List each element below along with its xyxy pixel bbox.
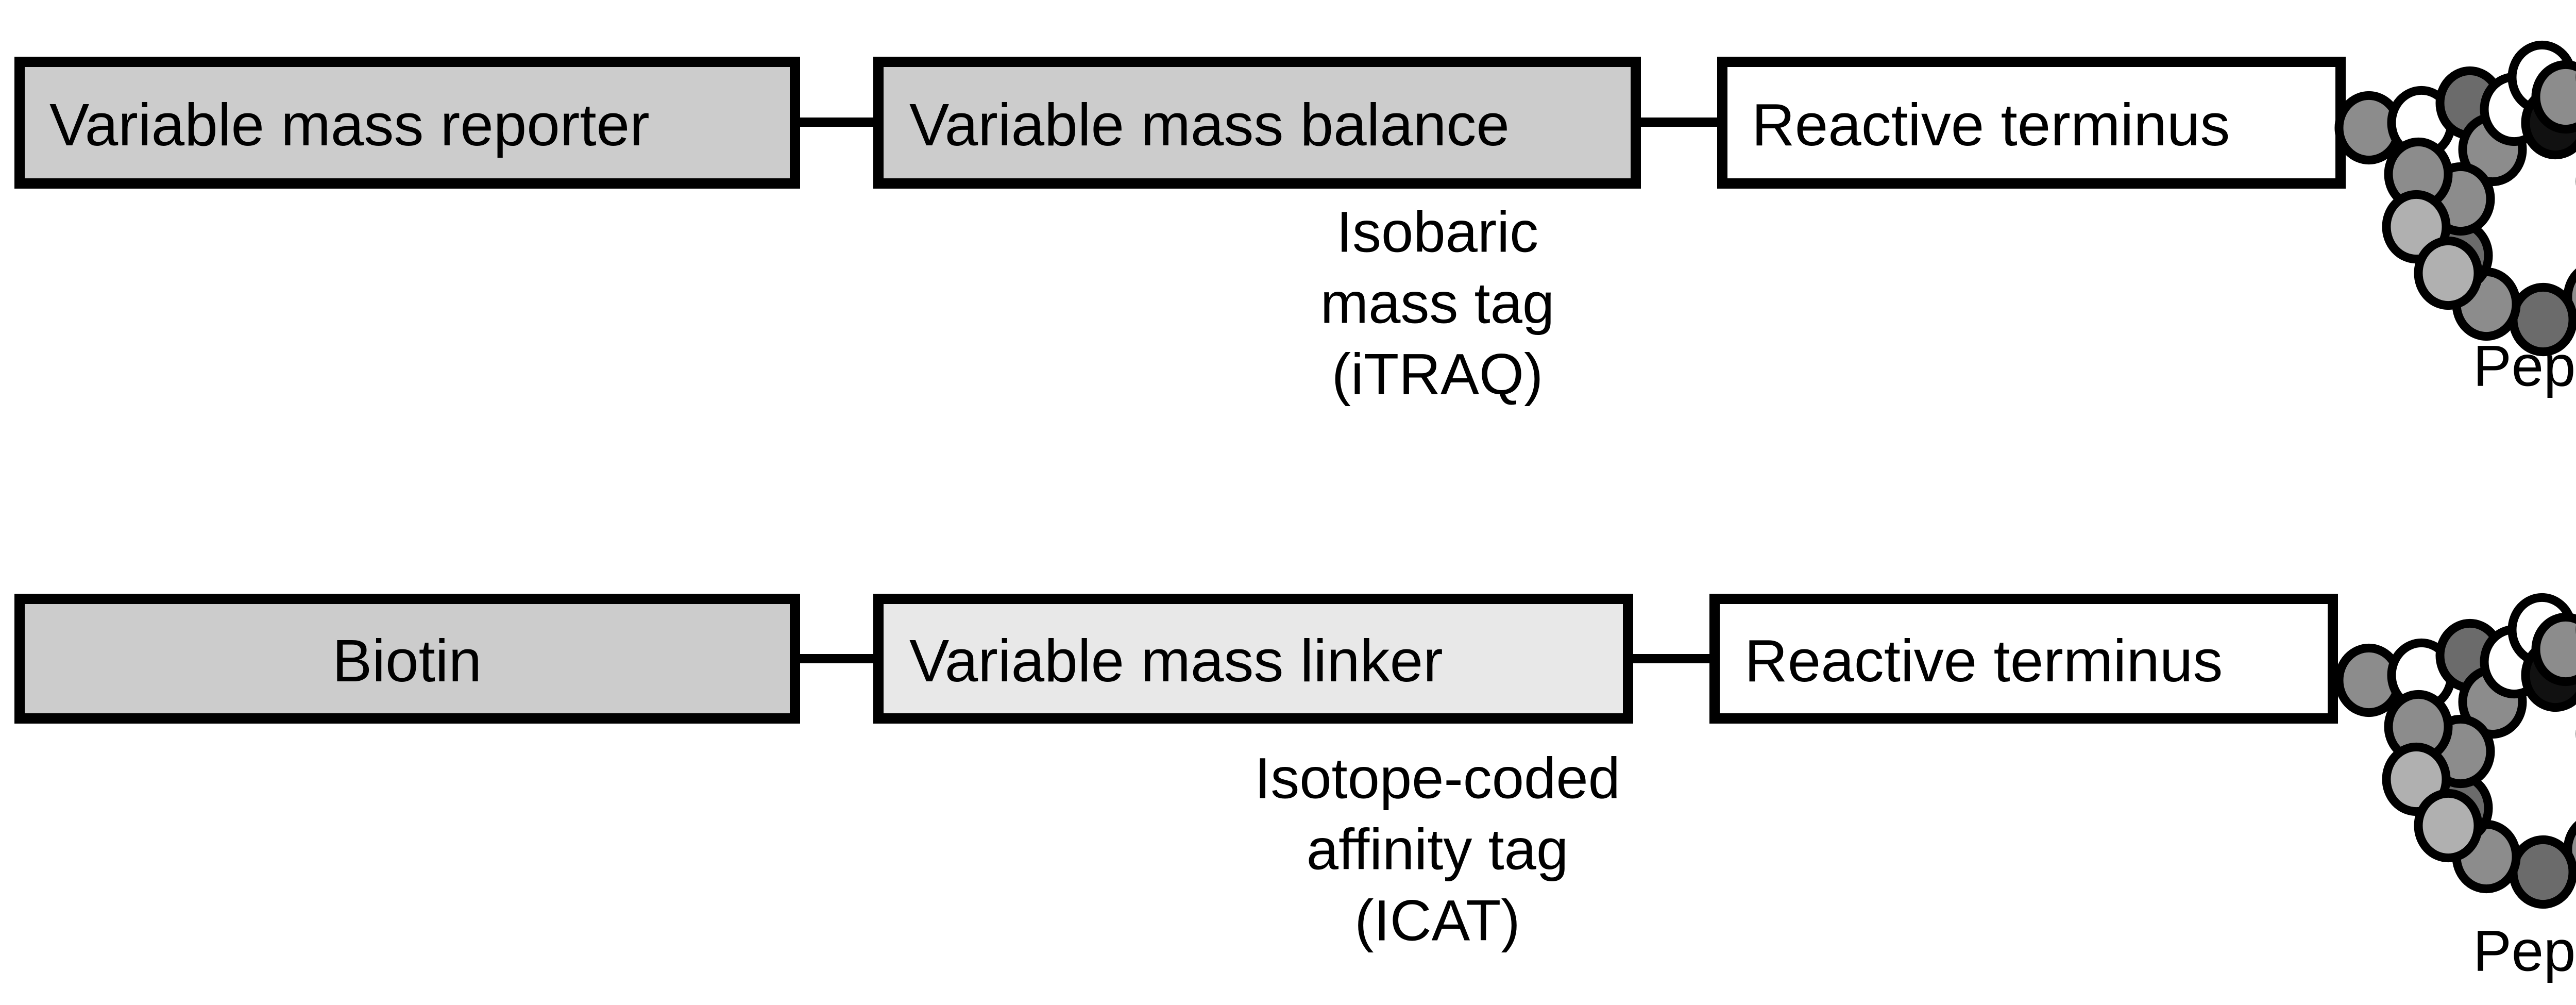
itraq-caption-line-1: Isobaric bbox=[1336, 200, 1538, 264]
variable-mass-reporter-rect[interactable] bbox=[14, 57, 800, 189]
variable-mass-reporter-label: Variable mass reporter bbox=[49, 91, 650, 158]
row-itraq: Variable mass reporter Variable mass bal… bbox=[14, 40, 2576, 407]
tag-box-variable-mass-balance[interactable]: Variable mass balance bbox=[873, 57, 1641, 189]
itraq-caption-line-3: (iTRAQ) bbox=[1332, 342, 1544, 407]
biotin-rect[interactable] bbox=[14, 594, 800, 724]
peptide-bottom-bead bbox=[2414, 789, 2483, 863]
peptide-bottom bbox=[2334, 593, 2576, 909]
tag-box-reactive-terminus-top[interactable]: Reactive terminus bbox=[1717, 57, 2346, 189]
peptide-label-top: Peptide bbox=[2473, 334, 2576, 398]
variable-mass-balance-rect[interactable] bbox=[873, 57, 1641, 189]
peptide-top-bead bbox=[2414, 236, 2483, 310]
variable-mass-linker-rect[interactable] bbox=[873, 594, 1633, 724]
variable-mass-linker-label: Variable mass linker bbox=[909, 627, 1443, 694]
tag-box-biotin[interactable]: Biotin bbox=[14, 594, 800, 724]
icat-caption: Isotope-coded affinity tag (ICAT) bbox=[1255, 746, 1620, 953]
peptide-bottom-bead bbox=[2509, 835, 2576, 909]
peptide-bottom-bead bbox=[2531, 612, 2576, 686]
icat-caption-line-1: Isotope-coded bbox=[1255, 746, 1620, 811]
reactive-terminus-label-top: Reactive terminus bbox=[1752, 91, 2230, 158]
itraq-caption-line-2: mass tag bbox=[1320, 271, 1554, 336]
tag-box-reactive-terminus-bottom[interactable]: Reactive terminus bbox=[1709, 594, 2338, 724]
reactive-terminus-rect-bottom[interactable] bbox=[1709, 594, 2338, 724]
variable-mass-balance-label: Variable mass balance bbox=[909, 91, 1510, 158]
biotin-label: Biotin bbox=[332, 627, 482, 694]
peptide-label-bottom: Peptide bbox=[2473, 919, 2576, 983]
tag-box-variable-mass-linker[interactable]: Variable mass linker bbox=[873, 594, 1633, 724]
icat-caption-line-2: affinity tag bbox=[1307, 817, 1568, 882]
icat-caption-line-3: (ICAT) bbox=[1354, 889, 1520, 953]
row-icat: Biotin Variable mass linker Reactive ter… bbox=[14, 593, 2576, 983]
reactive-terminus-label-bottom: Reactive terminus bbox=[1744, 627, 2223, 694]
tag-box-variable-mass-reporter[interactable]: Variable mass reporter bbox=[14, 57, 800, 189]
reactive-terminus-rect-top[interactable] bbox=[1717, 57, 2346, 189]
peptide-top bbox=[2334, 40, 2576, 357]
peptide-top-bead bbox=[2531, 60, 2576, 134]
itraq-caption: Isobaric mass tag (iTRAQ) bbox=[1320, 200, 1554, 407]
